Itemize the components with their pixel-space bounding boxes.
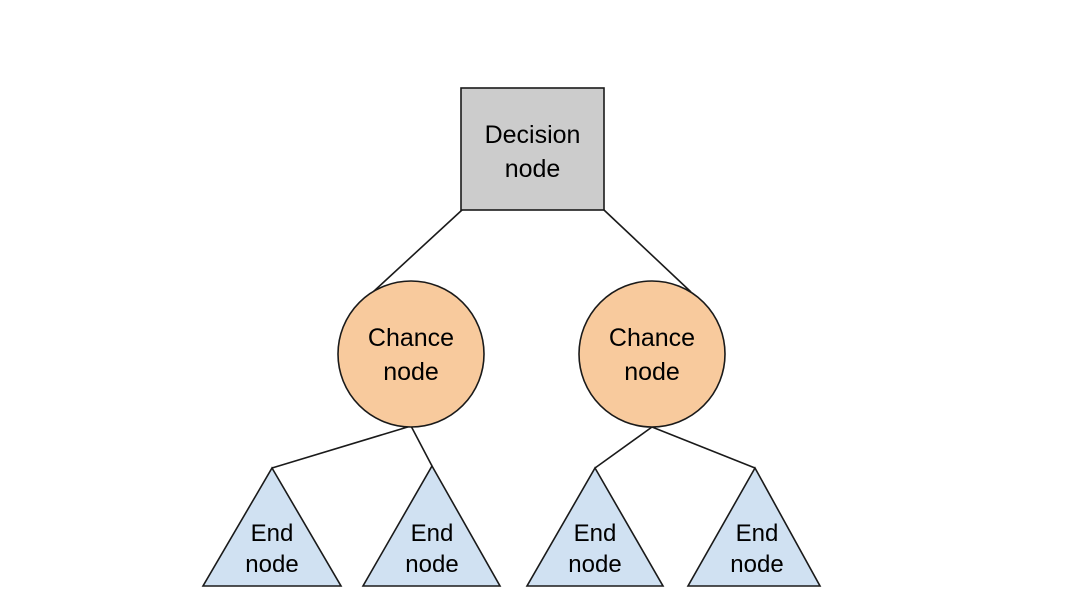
end-node-4-label-line2: node bbox=[730, 551, 783, 578]
end-node-2-triangle[interactable] bbox=[361, 464, 502, 587]
edge-decision-to-chance-left bbox=[372, 209, 463, 293]
edge-chance-right-to-end-4 bbox=[651, 426, 756, 469]
edge-chance-right-to-end-3 bbox=[594, 426, 653, 469]
end-node-1[interactable]: End node bbox=[201, 466, 343, 587]
edge-chance-left-to-end-2 bbox=[410, 425, 433, 467]
decision-node[interactable]: Decision node bbox=[460, 87, 605, 211]
end-node-3[interactable]: End node bbox=[525, 466, 665, 587]
end-node-2-label-line1: End bbox=[411, 520, 454, 547]
chance-node-right-label-line1: Chance bbox=[609, 324, 695, 352]
end-node-4[interactable]: End node bbox=[686, 466, 822, 587]
chance-node-left-circle[interactable] bbox=[337, 280, 485, 428]
end-node-3-label-line1: End bbox=[574, 520, 617, 547]
end-node-1-triangle[interactable] bbox=[201, 466, 343, 587]
end-node-4-triangle[interactable] bbox=[686, 466, 822, 587]
end-node-2-label-line2: node bbox=[405, 551, 458, 578]
chance-node-right[interactable]: Chance node bbox=[578, 280, 726, 428]
chance-node-left[interactable]: Chance node bbox=[337, 280, 485, 428]
chance-node-right-circle[interactable] bbox=[578, 280, 726, 428]
chance-node-right-label-line2: node bbox=[624, 358, 680, 386]
end-node-1-label-line1: End bbox=[251, 520, 294, 547]
decision-node-label-line2: node bbox=[505, 155, 561, 183]
end-node-3-triangle[interactable] bbox=[525, 466, 665, 587]
decision-node-label-line1: Decision bbox=[485, 121, 581, 149]
chance-node-left-label-line1: Chance bbox=[368, 324, 454, 352]
end-node-2[interactable]: End node bbox=[361, 464, 502, 587]
end-node-1-label-line2: node bbox=[245, 551, 298, 578]
chance-node-left-label-line2: node bbox=[383, 358, 439, 386]
edge-decision-to-chance-right bbox=[603, 209, 692, 293]
edge-group bbox=[271, 209, 756, 469]
end-node-4-label-line1: End bbox=[736, 520, 779, 547]
decision-node-rect[interactable] bbox=[460, 87, 605, 211]
end-node-3-label-line2: node bbox=[568, 551, 621, 578]
edge-chance-left-to-end-1 bbox=[271, 425, 412, 469]
